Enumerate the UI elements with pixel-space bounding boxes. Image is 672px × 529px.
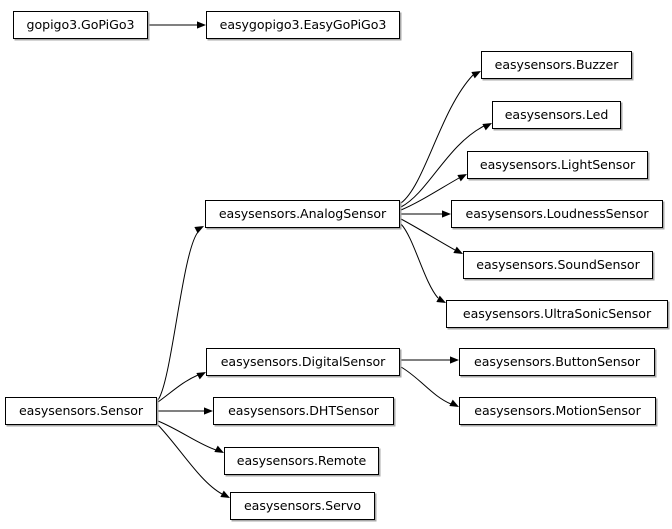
edge-arrowhead — [436, 295, 446, 303]
class-node-loudnesssensor[interactable]: easysensors.LoudnessSensor — [451, 200, 663, 228]
class-node-motionsensor[interactable]: easysensors.MotionSensor — [459, 397, 656, 425]
edge-arrowhead — [197, 21, 206, 29]
class-node-analogsensor[interactable]: easysensors.AnalogSensor — [205, 200, 400, 228]
class-node-label: easysensors.LoudnessSensor — [465, 205, 649, 221]
edge-arrowhead — [449, 399, 459, 407]
class-node-led[interactable]: easysensors.Led — [492, 101, 621, 129]
class-node-label: easysensors.ButtonSensor — [474, 353, 640, 369]
inheritance-edge — [400, 366, 452, 405]
class-node-label: easysensors.MotionSensor — [474, 402, 641, 418]
inheritance-edge — [400, 125, 485, 208]
class-node-label: easysensors.Sensor — [18, 402, 144, 418]
inheritance-edge — [400, 74, 474, 204]
edge-arrowhead — [450, 356, 459, 364]
inheritance-edge — [157, 420, 217, 451]
edge-arrowhead — [220, 490, 230, 498]
inheritance-edge — [157, 374, 199, 403]
class-node-dhtsensor[interactable]: easysensors.DHTSensor — [213, 397, 394, 425]
class-node-sensor[interactable]: easysensors.Sensor — [5, 397, 157, 425]
class-node-easygopigo3[interactable]: easygopigo3.EasyGoPiGo3 — [206, 11, 400, 39]
class-node-lightsensor[interactable]: easysensors.LightSensor — [467, 151, 648, 179]
edge-arrowhead — [457, 174, 467, 182]
class-node-label: easysensors.DHTSensor — [228, 402, 379, 418]
inheritance-edge — [157, 424, 223, 495]
class-node-label: easysensors.SoundSensor — [476, 256, 640, 272]
class-node-label: easysensors.Led — [504, 106, 609, 122]
class-node-buzzer[interactable]: easysensors.Buzzer — [481, 51, 632, 79]
class-node-label: easysensors.Buzzer — [494, 56, 619, 72]
edge-arrowhead — [453, 246, 463, 254]
inheritance-edge — [400, 218, 456, 251]
edge-arrowhead — [482, 123, 492, 131]
class-node-soundsensor[interactable]: easysensors.SoundSensor — [463, 251, 653, 279]
edge-arrowhead — [204, 407, 213, 415]
edge-arrowhead — [471, 71, 481, 79]
class-node-ultrasonicsensor[interactable]: easysensors.UltraSonicSensor — [446, 300, 668, 328]
edge-arrowhead — [196, 372, 206, 380]
inheritance-edge — [400, 223, 439, 299]
edge-arrowhead — [194, 226, 204, 234]
inheritance-edge — [157, 231, 199, 401]
edge-arrowhead — [442, 210, 451, 218]
class-node-label: easysensors.Remote — [236, 452, 367, 468]
class-node-label: easysensors.LightSensor — [479, 156, 636, 172]
class-node-buttonsensor[interactable]: easysensors.ButtonSensor — [459, 348, 655, 376]
class-node-label: easysensors.UltraSonicSensor — [462, 305, 652, 321]
class-node-label: easygopigo3.EasyGoPiGo3 — [219, 16, 387, 32]
edge-arrowhead — [214, 445, 224, 453]
class-node-label: gopigo3.GoPiGo3 — [26, 16, 135, 32]
class-node-remote[interactable]: easysensors.Remote — [224, 447, 379, 475]
class-node-servo[interactable]: easysensors.Servo — [230, 492, 375, 520]
class-node-label: easysensors.Servo — [243, 497, 361, 513]
inheritance-edge — [400, 177, 460, 211]
class-node-label: easysensors.AnalogSensor — [218, 205, 387, 221]
class-node-label: easysensors.DigitalSensor — [220, 353, 386, 369]
class-node-digitalsensor[interactable]: easysensors.DigitalSensor — [206, 348, 400, 376]
class-node-gopigo3[interactable]: gopigo3.GoPiGo3 — [13, 11, 148, 39]
